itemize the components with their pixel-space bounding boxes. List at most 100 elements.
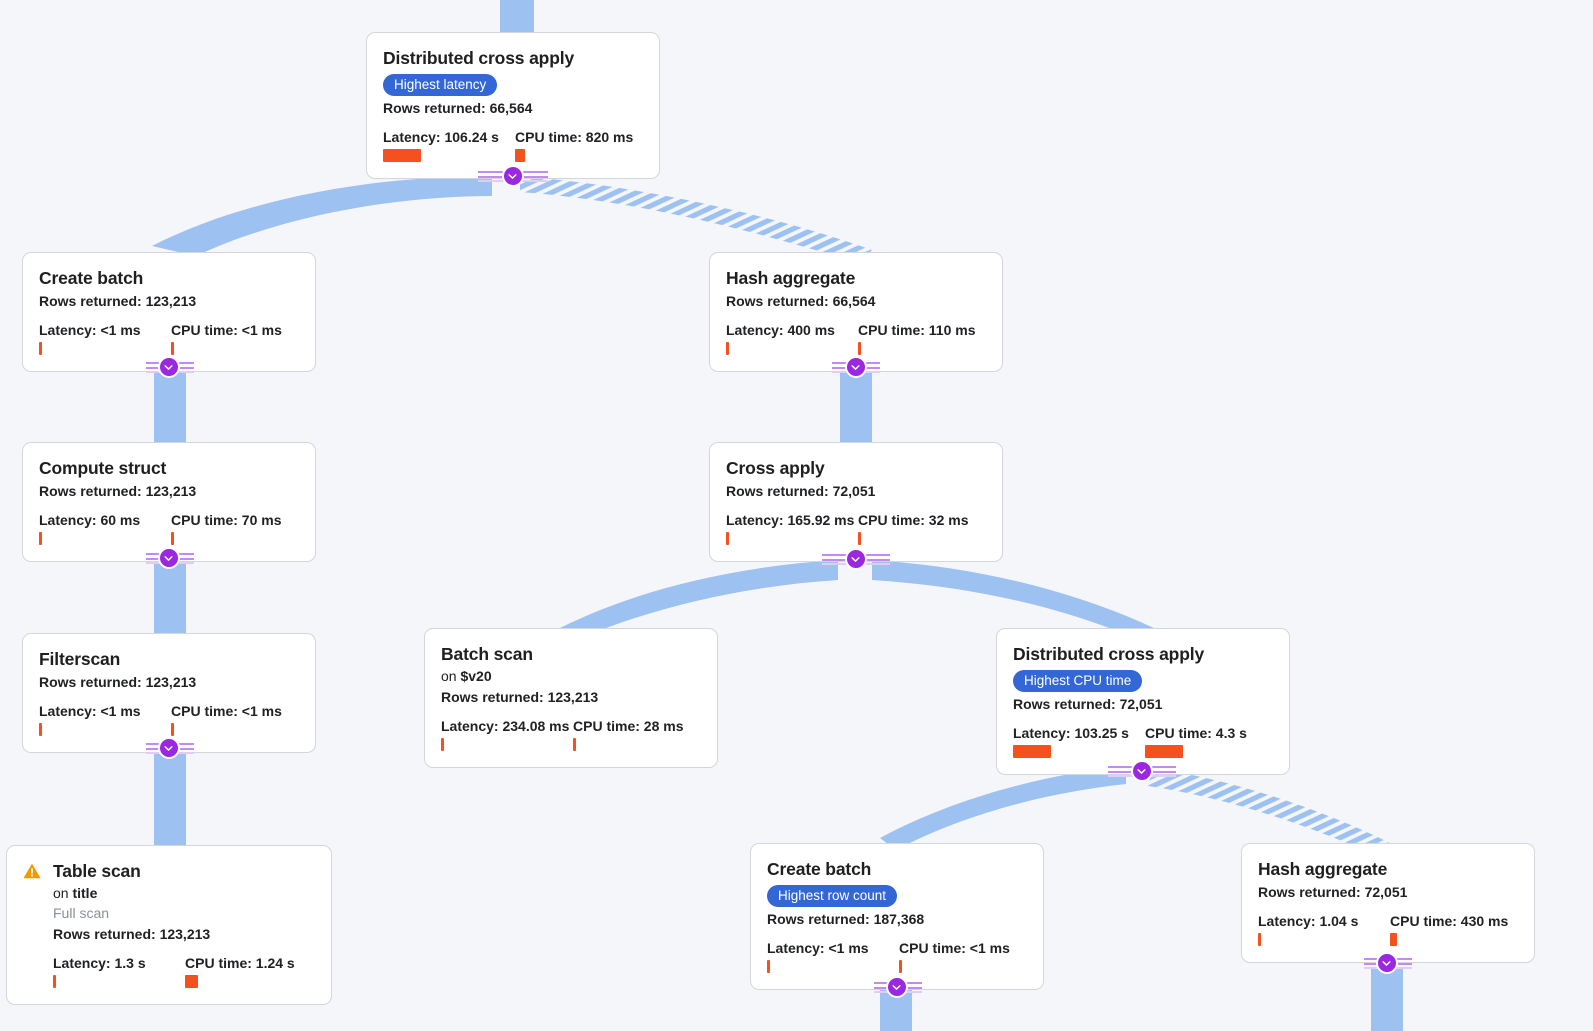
warning-icon	[23, 863, 41, 879]
latency-label: Latency: 400 ms	[726, 322, 835, 338]
plan-node-create-batch-bottom[interactable]: Create batch Highest row count Rows retu…	[750, 843, 1044, 990]
collapse-toggle-create-batch-left[interactable]	[158, 356, 180, 378]
node-title: Distributed cross apply	[383, 48, 575, 68]
rows-returned: Rows returned: 72,051	[726, 483, 876, 499]
latency-metric: Latency: 1.04 s	[1258, 913, 1390, 946]
plan-node-create-batch-left[interactable]: Create batch Rows returned: 123,213 Late…	[22, 252, 316, 372]
collapse-toggle-cross-apply[interactable]	[845, 548, 867, 570]
cpu-metric: CPU time: 1.24 s	[185, 955, 295, 988]
rows-returned: Rows returned: 72,051	[1013, 696, 1163, 712]
chevron-down-icon	[1382, 961, 1391, 966]
plan-node-filterscan[interactable]: Filterscan Rows returned: 123,213 Latenc…	[22, 633, 316, 753]
cpu-label: CPU time: 32 ms	[858, 512, 969, 528]
collapse-toggle-filterscan[interactable]	[158, 737, 180, 759]
latency-bar	[1013, 745, 1051, 758]
plan-node-distributed-cross-apply-root[interactable]: Distributed cross apply Highest latency …	[366, 32, 660, 179]
node-title: Cross apply	[726, 458, 825, 478]
metrics: Latency: <1 ms CPU time: <1 ms	[767, 940, 1027, 973]
edge-outgoing-hash-aggregate	[1371, 968, 1403, 1031]
edge-root-to-create-batch	[152, 176, 492, 256]
cpu-metric: CPU time: 820 ms	[515, 129, 633, 162]
collapse-toggle-root[interactable]	[502, 165, 524, 187]
rows-returned: Rows returned: 187,368	[767, 911, 925, 927]
cpu-bar	[573, 738, 576, 751]
cpu-label: CPU time: <1 ms	[171, 322, 282, 338]
collapse-toggle-hash-aggregate-top[interactable]	[845, 356, 867, 378]
plan-node-batch-scan[interactable]: Batch scan on $v20 Rows returned: 123,21…	[424, 628, 718, 768]
latency-label: Latency: <1 ms	[39, 322, 141, 338]
rows-returned: Rows returned: 72,051	[1258, 884, 1408, 900]
latency-bar	[39, 723, 42, 736]
plan-node-distributed-cross-apply-2[interactable]: Distributed cross apply Highest CPU time…	[996, 628, 1290, 775]
node-title: Hash aggregate	[726, 268, 856, 288]
node-title: Table scan	[53, 861, 141, 881]
cpu-bar	[171, 532, 174, 545]
latency-bar	[53, 975, 56, 988]
node-title: Filterscan	[39, 649, 121, 669]
status-badge: Highest latency	[383, 74, 498, 96]
latency-label: Latency: 60 ms	[39, 512, 141, 528]
node-title: Distributed cross apply	[1013, 644, 1205, 664]
cpu-metric: CPU time: 4.3 s	[1145, 725, 1247, 758]
cpu-label: CPU time: 70 ms	[171, 512, 282, 528]
plan-node-hash-aggregate-top[interactable]: Hash aggregate Rows returned: 66,564 Lat…	[709, 252, 1003, 372]
node-title: Batch scan	[441, 644, 533, 664]
rows-returned: Rows returned: 66,564	[383, 100, 533, 116]
cpu-bar	[1145, 745, 1183, 758]
plan-node-hash-aggregate-bottom[interactable]: Hash aggregate Rows returned: 72,051 Lat…	[1241, 843, 1535, 963]
rows-returned: Rows returned: 66,564	[726, 293, 876, 309]
latency-label: Latency: 234.08 ms	[441, 718, 570, 734]
rows-returned: Rows returned: 123,213	[39, 483, 197, 499]
latency-metric: Latency: <1 ms	[39, 322, 171, 355]
plan-node-cross-apply[interactable]: Cross apply Rows returned: 72,051 Latenc…	[709, 442, 1003, 562]
metrics: Latency: 400 ms CPU time: 110 ms	[726, 322, 986, 355]
on-prefix: on	[53, 885, 73, 901]
plan-node-compute-struct[interactable]: Compute struct Rows returned: 123,213 La…	[22, 442, 316, 562]
node-title: Compute struct	[39, 458, 167, 478]
metrics: Latency: 234.08 ms CPU time: 28 ms	[441, 718, 701, 751]
status-badge: Highest CPU time	[1013, 670, 1143, 692]
cpu-metric: CPU time: <1 ms	[899, 940, 1010, 973]
chevron-down-icon	[508, 174, 517, 179]
metrics: Latency: 165.92 ms CPU time: 32 ms	[726, 512, 986, 545]
latency-metric: Latency: 106.24 s	[383, 129, 515, 162]
edge-distributed-to-create-batch	[880, 766, 1126, 850]
latency-bar	[383, 149, 421, 162]
latency-metric: Latency: 1.3 s	[53, 955, 185, 988]
cpu-bar	[171, 723, 174, 736]
cpu-label: CPU time: <1 ms	[171, 703, 282, 719]
edge-incoming-root	[500, 0, 534, 32]
metrics: Latency: 106.24 s CPU time: 820 ms	[383, 129, 643, 162]
latency-metric: Latency: 60 ms	[39, 512, 171, 545]
collapse-toggle-distributed-cross-apply-2[interactable]	[1131, 760, 1153, 782]
status-badge: Highest row count	[767, 885, 898, 907]
cpu-label: CPU time: 28 ms	[573, 718, 684, 734]
collapse-toggle-create-batch-bottom[interactable]	[886, 976, 908, 998]
target-name: $v20	[460, 668, 492, 684]
cpu-label: CPU time: 820 ms	[515, 129, 634, 145]
latency-label: Latency: 106.24 s	[383, 129, 499, 145]
chevron-down-icon	[1137, 769, 1146, 774]
scan-target: on title	[53, 884, 315, 902]
metrics: Latency: 60 ms CPU time: 70 ms	[39, 512, 299, 545]
cpu-bar	[858, 532, 861, 545]
cpu-label: CPU time: 110 ms	[858, 322, 976, 338]
cpu-metric: CPU time: <1 ms	[171, 703, 282, 736]
latency-label: Latency: <1 ms	[39, 703, 141, 719]
latency-bar	[39, 532, 42, 545]
plan-node-table-scan[interactable]: Table scan on title Full scan Rows retur…	[6, 845, 332, 1005]
latency-label: Latency: 1.04 s	[1258, 913, 1359, 929]
latency-bar	[726, 532, 729, 545]
collapse-toggle-compute-struct[interactable]	[158, 547, 180, 569]
latency-bar	[1258, 933, 1261, 946]
collapse-toggle-hash-aggregate-bottom[interactable]	[1376, 952, 1398, 974]
latency-metric: Latency: 165.92 ms	[726, 512, 858, 545]
metrics: Latency: <1 ms CPU time: <1 ms	[39, 322, 299, 355]
chevron-down-icon	[164, 556, 173, 561]
scan-target: on $v20	[441, 667, 701, 685]
metrics: Latency: 103.25 s CPU time: 4.3 s	[1013, 725, 1273, 758]
cpu-bar	[1390, 933, 1397, 946]
chevron-down-icon	[892, 985, 901, 990]
node-title: Hash aggregate	[1258, 859, 1388, 879]
